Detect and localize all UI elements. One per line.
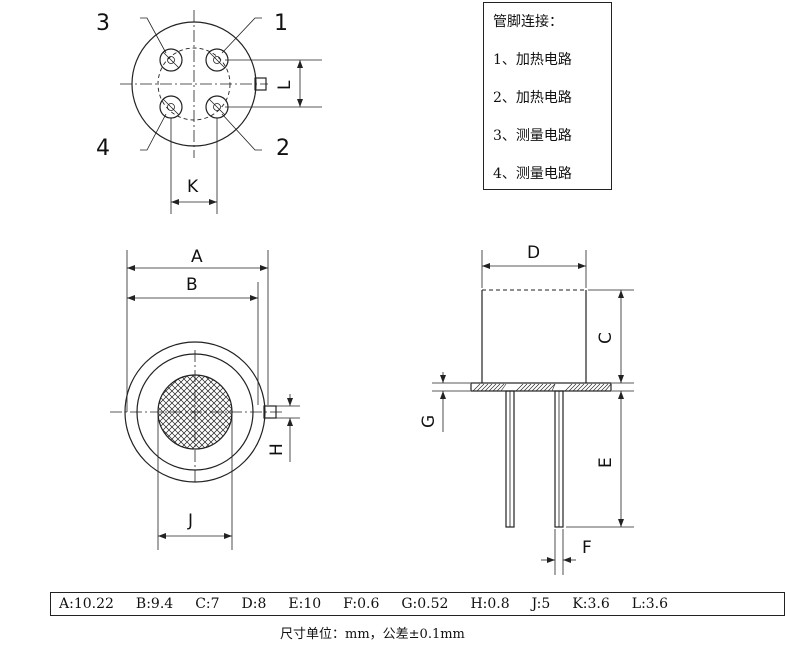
side-tab	[263, 405, 277, 419]
dim-value-B: B:9.4	[135, 596, 174, 612]
pin-4	[159, 95, 183, 119]
legend-item-3: 3、测量电路	[493, 128, 572, 144]
legend-item-1: 1、加热电路	[493, 52, 572, 68]
dim-value-J: J:5	[531, 596, 551, 612]
leader-pin-4	[140, 113, 167, 151]
pin-connection-legend: 管脚连接： 1、加热电路 2、加热电路 3、测量电路 4、测量电路	[483, 2, 612, 190]
key-tab	[254, 77, 267, 91]
dim-value-F: F:0.6	[343, 596, 380, 612]
dim-value-A: A:10.22	[59, 596, 114, 612]
dim-B-label: B	[186, 275, 198, 295]
sensor-top-view: A B J H	[110, 247, 300, 550]
dim-value-K: K:3.6	[572, 596, 610, 612]
leader-pin-3	[140, 17, 167, 54]
dim-value-H: H:0.8	[470, 596, 510, 612]
pin-3	[159, 48, 183, 72]
dim-L-label: L	[275, 80, 295, 90]
dim-G-label: G	[419, 415, 439, 428]
flange-hatching	[472, 383, 612, 392]
dim-A-label: A	[191, 247, 203, 267]
dim-F-label: F	[582, 538, 592, 558]
legend-item-4: 4、测量电路	[493, 166, 572, 182]
pin-1	[205, 48, 229, 72]
dim-H-label: H	[267, 443, 287, 456]
leader-pin-1	[221, 17, 262, 54]
dim-J-label: J	[187, 511, 193, 531]
pin-2	[205, 95, 229, 119]
pin-number-1: 1	[274, 11, 288, 36]
pin-number-3: 3	[96, 11, 110, 36]
dim-C-label: C	[596, 332, 616, 344]
sensor-side-view: D C E G F	[419, 243, 634, 575]
dim-D-label: D	[527, 243, 540, 263]
dim-value-E: E:10	[288, 596, 322, 612]
pin-number-4: 4	[96, 136, 110, 161]
pin-number-2: 2	[276, 136, 290, 161]
dim-value-L: L:3.6	[631, 596, 669, 612]
pin-bottom-view: 3 1 4 2 K L	[96, 10, 322, 214]
dim-K-label: K	[187, 177, 199, 197]
base-flange	[470, 382, 612, 392]
units-footnote: 尺寸单位：mm，公差±0.1mm	[280, 627, 465, 642]
dim-E-label: E	[596, 457, 616, 468]
leader-pin-2	[221, 113, 262, 151]
dim-value-G: G:0.52	[401, 596, 449, 612]
legend-title: 管脚连接：	[493, 14, 563, 30]
dimensions-table: A:10.22 B:9.4 C:7 D:8 E:10 F:0.6 G:0.52 …	[50, 592, 785, 616]
dim-value-C: C:7	[195, 596, 220, 612]
dim-value-D: D:8	[241, 596, 267, 612]
legend-item-2: 2、加热电路	[493, 90, 572, 106]
